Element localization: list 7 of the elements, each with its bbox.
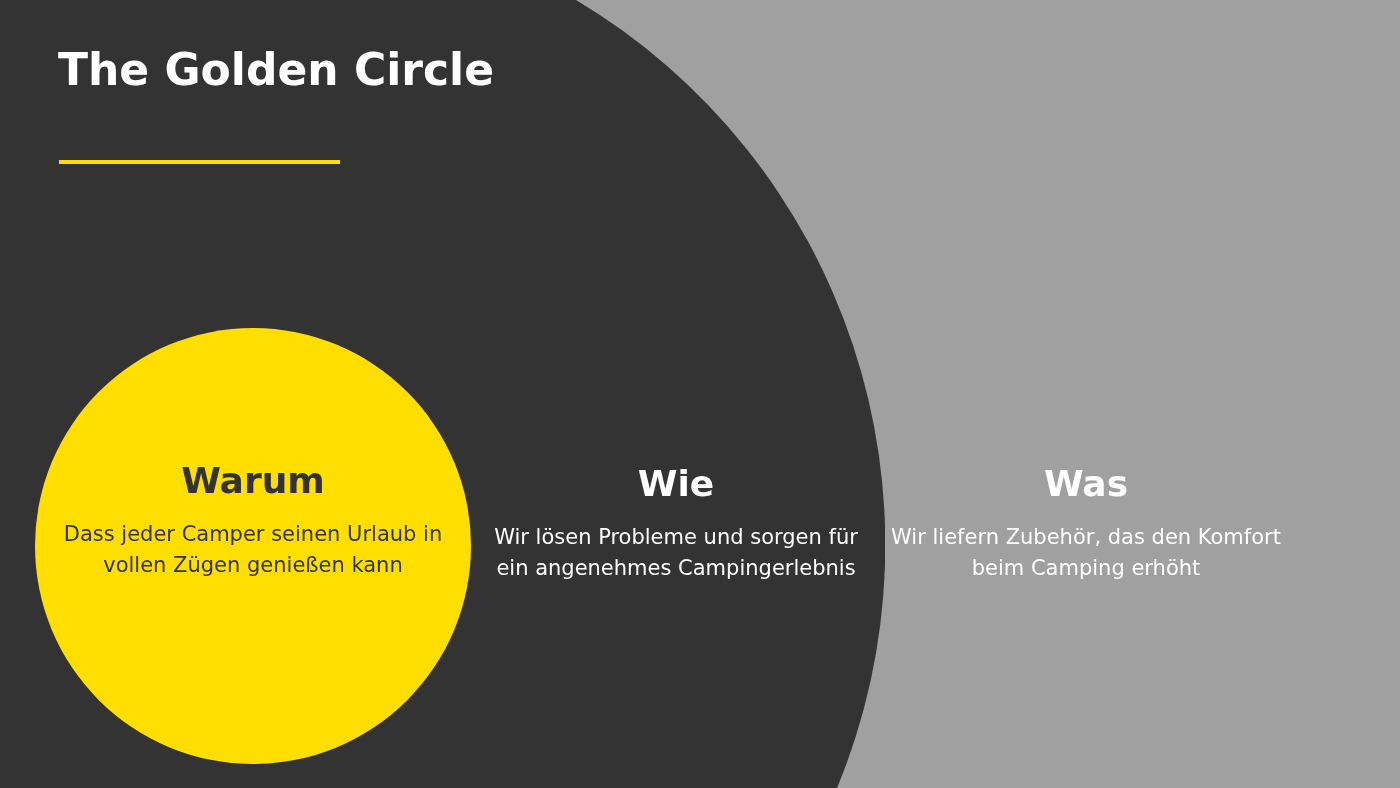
title: The Golden Circle — [58, 44, 494, 95]
circle-heading: Wie — [636, 463, 716, 504]
circle-heading: Warum — [180, 460, 326, 501]
circle-heading: Was — [1042, 463, 1130, 504]
circle-description: Dass jeder Camper seinen Urlaub in vollen Zügen genießen kann — [62, 521, 444, 579]
circle-description: Wir liefern Zubehör, das den Komfort beim Camping erhöht — [890, 524, 1282, 582]
circle-description: Wir lösen Probleme und sorgen für ein angenehmes Campingerlebnis — [493, 524, 859, 582]
